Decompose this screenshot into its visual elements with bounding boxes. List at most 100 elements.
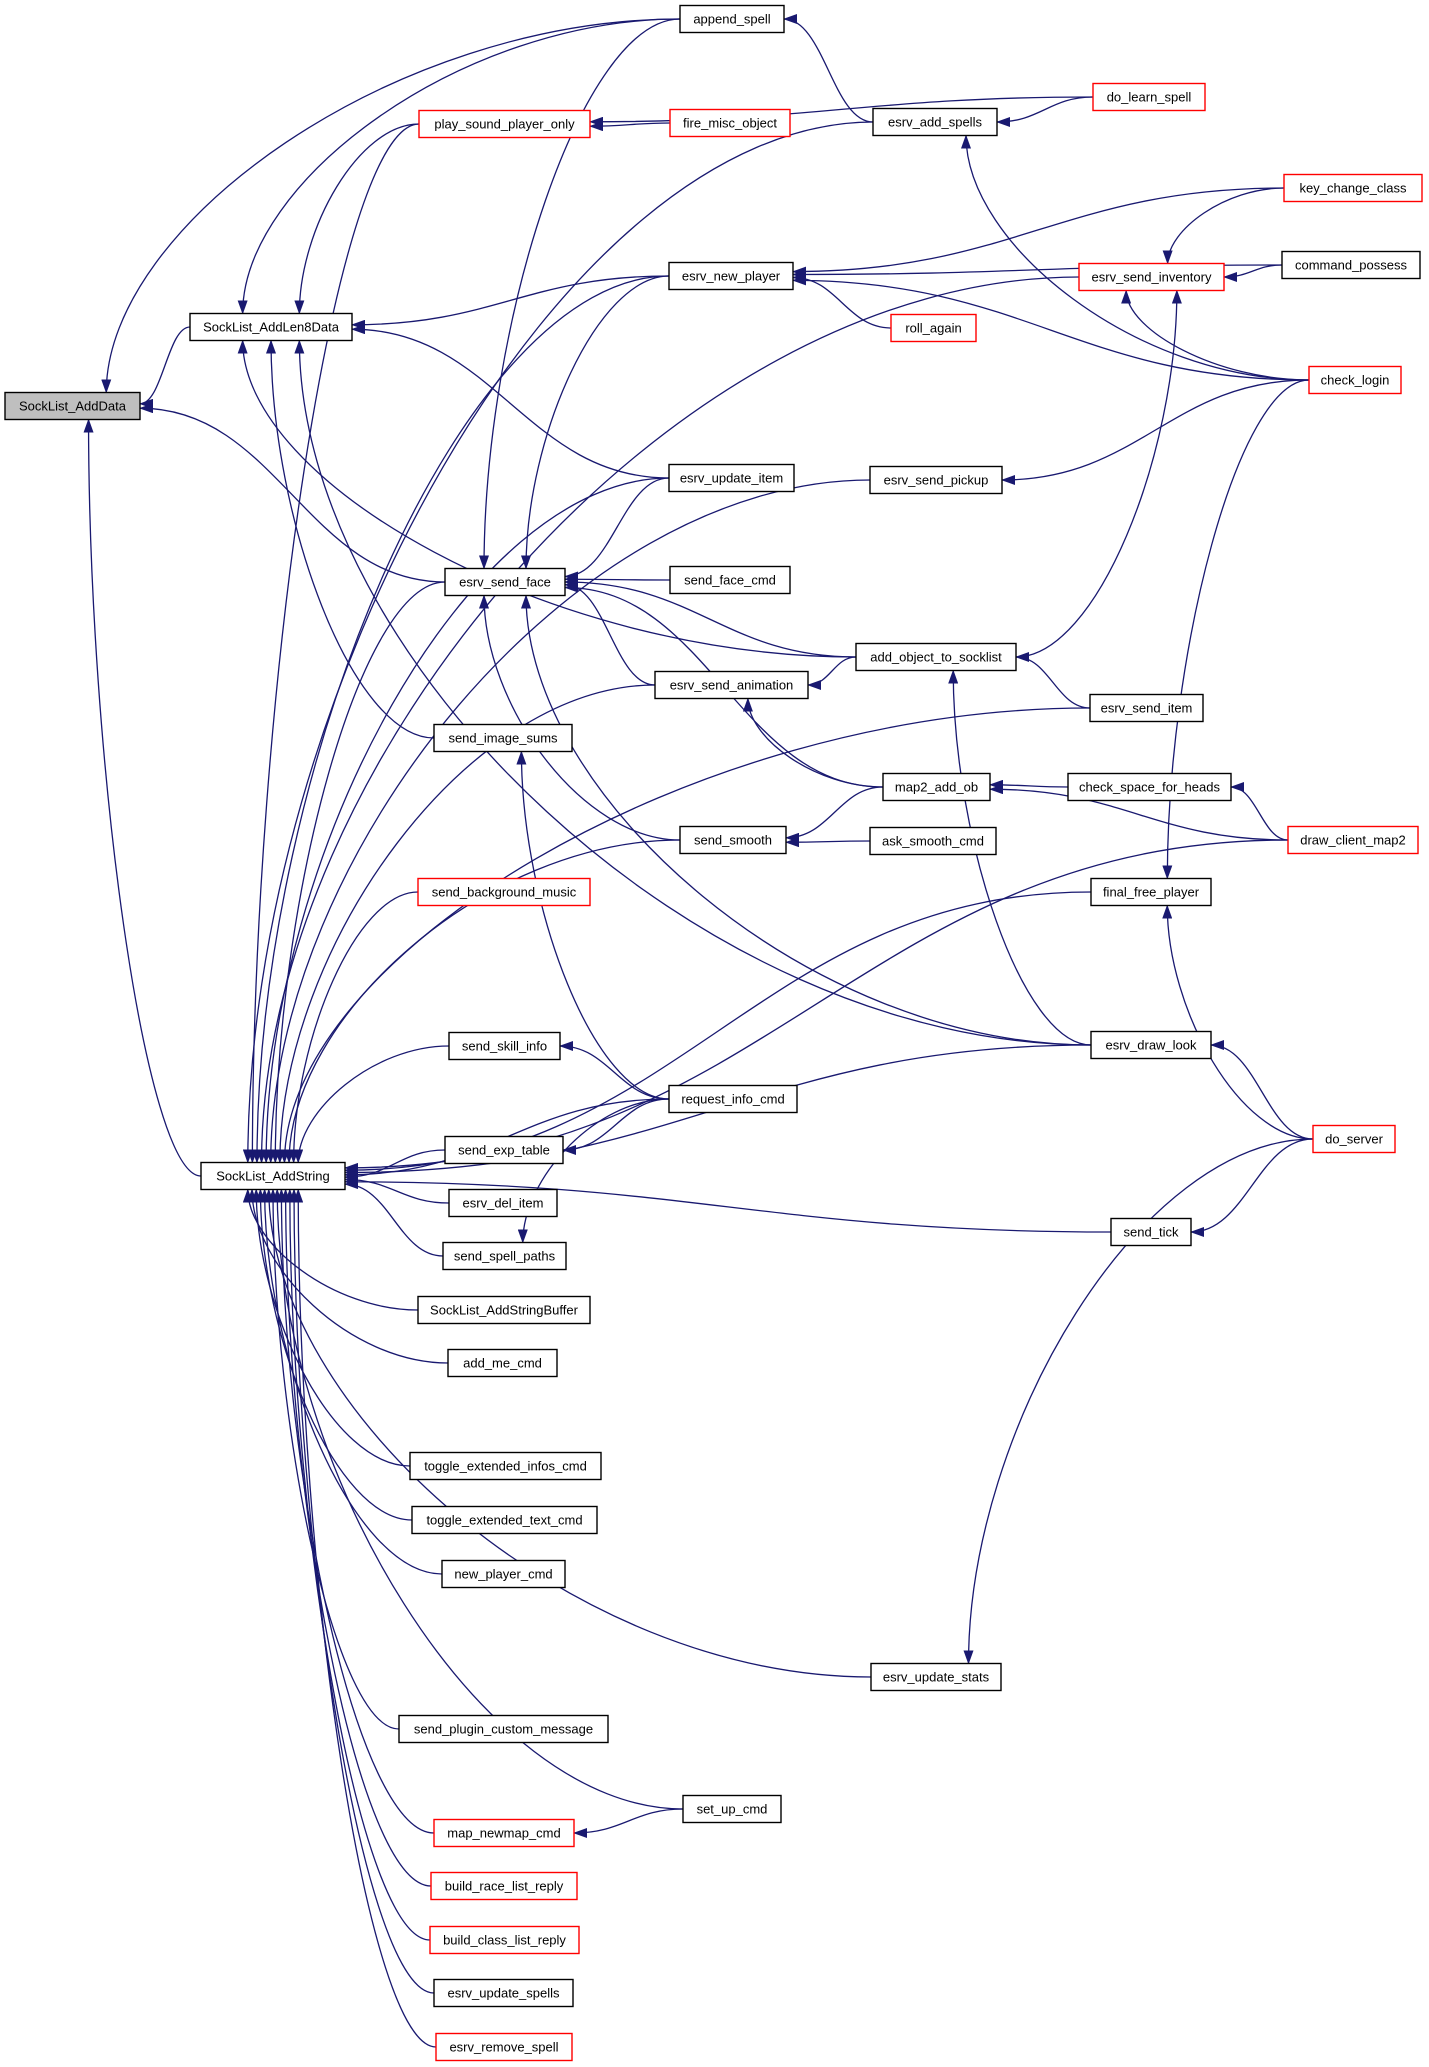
node-command_possess[interactable]: command_possess xyxy=(1281,250,1421,280)
node-key_change_class[interactable]: key_change_class xyxy=(1283,173,1423,203)
node-esrv_update_spells[interactable]: esrv_update_spells xyxy=(433,1978,574,2008)
node-esrv_draw_look[interactable]: esrv_draw_look xyxy=(1090,1030,1212,1060)
node-box[interactable] xyxy=(1090,877,1212,907)
node-send_spell_paths[interactable]: send_spell_paths xyxy=(442,1241,567,1271)
node-check_login[interactable]: check_login xyxy=(1308,365,1402,395)
node-append_spell[interactable]: append_spell xyxy=(679,4,785,34)
node-send_smooth[interactable]: send_smooth xyxy=(679,825,787,855)
node-box[interactable] xyxy=(682,1794,782,1824)
node-esrv_update_stats[interactable]: esrv_update_stats xyxy=(870,1662,1002,1692)
node-box[interactable] xyxy=(430,1871,578,1901)
node-box[interactable] xyxy=(429,1925,580,1955)
node-box[interactable] xyxy=(189,312,353,342)
node-esrv_del_item[interactable]: esrv_del_item xyxy=(448,1188,558,1218)
node-box[interactable] xyxy=(890,313,977,343)
node-new_player_cmd[interactable]: new_player_cmd xyxy=(441,1559,566,1589)
node-box[interactable] xyxy=(435,2032,573,2062)
node-esrv_send_pickup[interactable]: esrv_send_pickup xyxy=(869,465,1003,495)
node-box[interactable] xyxy=(669,565,791,595)
node-esrv_send_face[interactable]: esrv_send_face xyxy=(444,567,566,597)
node-draw_client_map2[interactable]: draw_client_map2 xyxy=(1287,825,1419,855)
node-box[interactable] xyxy=(872,107,998,137)
node-box[interactable] xyxy=(668,1084,798,1114)
node-esrv_send_animation[interactable]: esrv_send_animation xyxy=(654,670,809,700)
node-esrv_send_item[interactable]: esrv_send_item xyxy=(1089,693,1204,723)
node-toggle_extended_infos_cmd[interactable]: toggle_extended_infos_cmd xyxy=(409,1451,602,1481)
node-send_tick[interactable]: send_tick xyxy=(1110,1217,1192,1247)
node-box[interactable] xyxy=(448,1188,558,1218)
node-send_face_cmd[interactable]: send_face_cmd xyxy=(669,565,791,595)
node-roll_again[interactable]: roll_again xyxy=(890,313,977,343)
node-box[interactable] xyxy=(870,1662,1002,1692)
node-box[interactable] xyxy=(398,1714,609,1744)
node-SockList_AddString[interactable]: SockList_AddString xyxy=(200,1161,346,1191)
node-box[interactable] xyxy=(444,567,566,597)
node-box[interactable] xyxy=(679,4,785,34)
node-add_object_to_socklist[interactable]: add_object_to_socklist xyxy=(855,642,1017,672)
node-add_me_cmd[interactable]: add_me_cmd xyxy=(447,1348,558,1378)
node-box[interactable] xyxy=(679,825,787,855)
node-box[interactable] xyxy=(669,108,791,138)
node-esrv_update_item[interactable]: esrv_update_item xyxy=(668,463,795,493)
node-map_newmap_cmd[interactable]: map_newmap_cmd xyxy=(433,1818,575,1848)
node-esrv_remove_spell[interactable]: esrv_remove_spell xyxy=(435,2032,573,2062)
node-box[interactable] xyxy=(418,109,591,139)
node-box[interactable] xyxy=(1287,825,1419,855)
node-box[interactable] xyxy=(433,1978,574,2008)
node-box[interactable] xyxy=(409,1451,602,1481)
node-final_free_player[interactable]: final_free_player xyxy=(1090,877,1212,907)
node-send_image_sums[interactable]: send_image_sums xyxy=(433,723,573,753)
node-box[interactable] xyxy=(1110,1217,1192,1247)
node-box[interactable] xyxy=(654,670,809,700)
node-box[interactable] xyxy=(447,1348,558,1378)
node-box[interactable] xyxy=(417,877,591,907)
node-box[interactable] xyxy=(1092,82,1206,112)
node-box[interactable] xyxy=(444,1135,564,1165)
node-toggle_extended_text_cmd[interactable]: toggle_extended_text_cmd xyxy=(411,1505,598,1535)
node-box[interactable] xyxy=(433,723,573,753)
node-map2_add_ob[interactable]: map2_add_ob xyxy=(882,772,991,802)
node-do_server[interactable]: do_server xyxy=(1312,1124,1396,1154)
node-box[interactable] xyxy=(200,1161,346,1191)
node-box[interactable] xyxy=(442,1241,567,1271)
node-fire_misc_object[interactable]: fire_misc_object xyxy=(669,108,791,138)
node-box[interactable] xyxy=(1078,262,1225,292)
node-check_space_for_heads[interactable]: check_space_for_heads xyxy=(1067,772,1232,802)
node-do_learn_spell[interactable]: do_learn_spell xyxy=(1092,82,1206,112)
node-box[interactable] xyxy=(1283,173,1423,203)
node-box[interactable] xyxy=(1308,365,1402,395)
node-send_skill_info[interactable]: send_skill_info xyxy=(448,1031,561,1061)
node-send_exp_table[interactable]: send_exp_table xyxy=(444,1135,564,1165)
node-send_background_music[interactable]: send_background_music xyxy=(417,877,591,907)
node-SockList_AddStringBuffer[interactable]: SockList_AddStringBuffer xyxy=(417,1295,591,1325)
node-send_plugin_custom_message[interactable]: send_plugin_custom_message xyxy=(398,1714,609,1744)
node-ask_smooth_cmd[interactable]: ask_smooth_cmd xyxy=(869,826,997,856)
node-request_info_cmd[interactable]: request_info_cmd xyxy=(668,1084,798,1114)
node-box[interactable] xyxy=(433,1818,575,1848)
node-box[interactable] xyxy=(869,826,997,856)
node-box[interactable] xyxy=(417,1295,591,1325)
node-SockList_AddLen8Data[interactable]: SockList_AddLen8Data xyxy=(189,312,353,342)
node-box[interactable] xyxy=(1090,1030,1212,1060)
node-box[interactable] xyxy=(4,391,141,421)
node-box[interactable] xyxy=(855,642,1017,672)
node-box[interactable] xyxy=(441,1559,566,1589)
node-build_class_list_reply[interactable]: build_class_list_reply xyxy=(429,1925,580,1955)
node-box[interactable] xyxy=(869,465,1003,495)
node-esrv_add_spells[interactable]: esrv_add_spells xyxy=(872,107,998,137)
node-play_sound_player_only[interactable]: play_sound_player_only xyxy=(418,109,591,139)
node-box[interactable] xyxy=(1281,250,1421,280)
node-box[interactable] xyxy=(668,463,795,493)
node-set_up_cmd[interactable]: set_up_cmd xyxy=(682,1794,782,1824)
node-box[interactable] xyxy=(1089,693,1204,723)
node-box[interactable] xyxy=(668,261,794,291)
node-esrv_new_player[interactable]: esrv_new_player xyxy=(668,261,794,291)
node-box[interactable] xyxy=(882,772,991,802)
node-box[interactable] xyxy=(1067,772,1232,802)
node-box[interactable] xyxy=(1312,1124,1396,1154)
node-esrv_send_inventory[interactable]: esrv_send_inventory xyxy=(1078,262,1225,292)
node-box[interactable] xyxy=(411,1505,598,1535)
node-build_race_list_reply[interactable]: build_race_list_reply xyxy=(430,1871,578,1901)
node-box[interactable] xyxy=(448,1031,561,1061)
node-SockList_AddData[interactable]: SockList_AddData xyxy=(4,391,141,421)
